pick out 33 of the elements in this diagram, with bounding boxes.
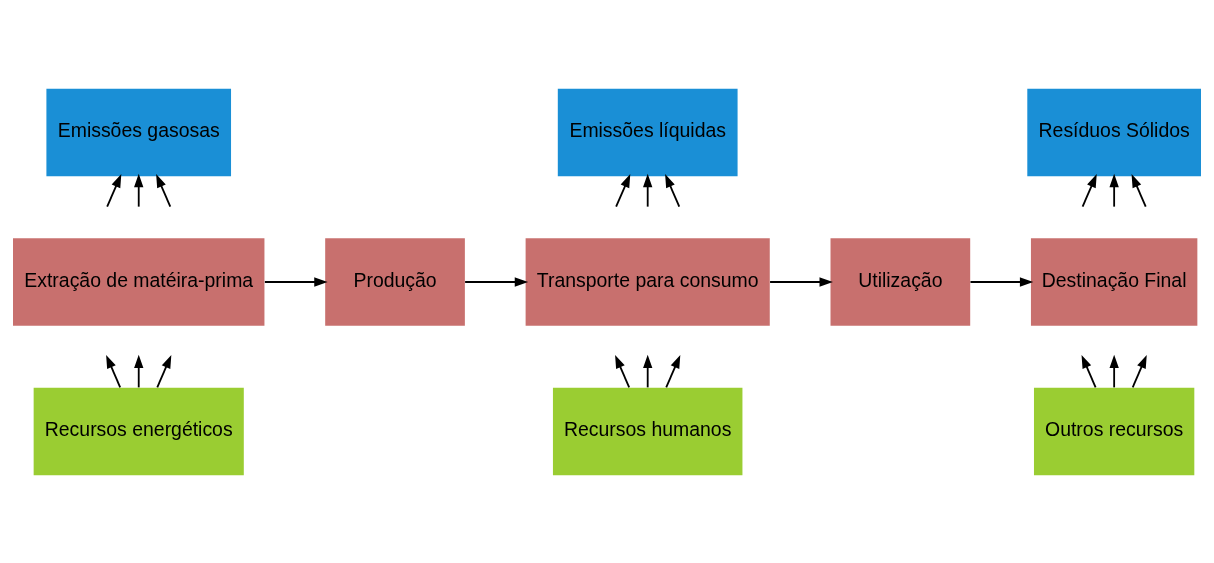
node-box: Resíduos Sólidos xyxy=(1027,88,1201,176)
arrow xyxy=(1109,173,1119,208)
node-box: Emissões líquidas xyxy=(557,88,738,176)
arrow xyxy=(1081,354,1097,388)
arrow xyxy=(263,276,328,287)
node-box: Utilização xyxy=(830,237,971,326)
arrow xyxy=(615,173,631,208)
arrow xyxy=(134,354,144,388)
node-box: Emissões gasosas xyxy=(46,88,232,176)
arrow xyxy=(1131,173,1147,208)
node-box: Recursos energéticos xyxy=(33,387,244,475)
arrow xyxy=(969,276,1034,287)
arrow xyxy=(1109,354,1119,388)
arrow xyxy=(615,354,631,388)
arrow xyxy=(769,276,833,287)
node-box: Destinação Final xyxy=(1030,237,1198,326)
arrow xyxy=(1131,354,1147,388)
node-box: Extração de matéira-prima xyxy=(13,237,265,326)
node-box: Produção xyxy=(325,237,465,326)
arrow xyxy=(464,276,529,287)
arrow xyxy=(156,354,172,388)
arrow xyxy=(106,173,122,208)
node-box: Recursos humanos xyxy=(552,387,743,475)
arrow xyxy=(665,354,681,388)
arrow xyxy=(643,173,653,208)
node-box: Outros recursos xyxy=(1034,387,1195,475)
arrow xyxy=(156,173,172,208)
arrow xyxy=(1081,173,1097,208)
arrow xyxy=(643,354,653,388)
arrow xyxy=(106,354,122,388)
arrow xyxy=(134,173,144,208)
node-box: Transporte para consumo xyxy=(525,237,770,326)
arrow xyxy=(665,173,681,208)
